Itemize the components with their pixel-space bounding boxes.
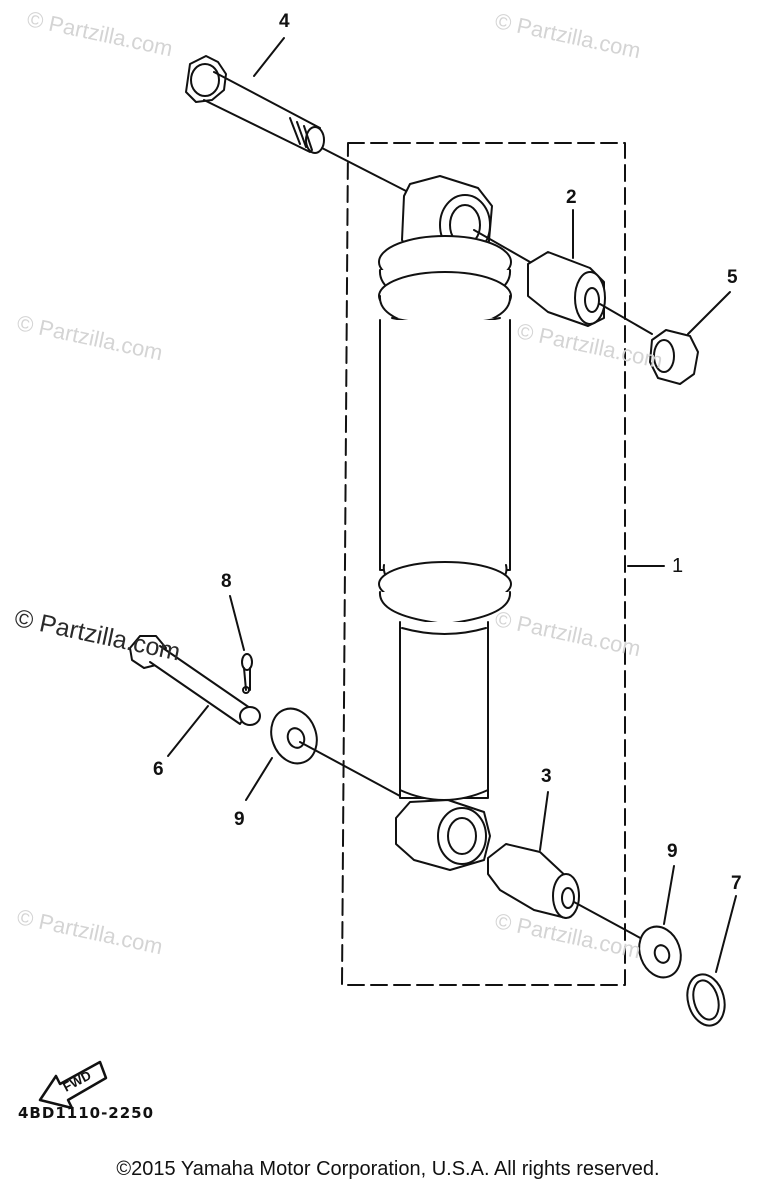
callout-4-leader (253, 37, 285, 77)
callout-7-leader (715, 895, 737, 973)
callout-6-leader (167, 705, 209, 757)
diagram-code: 4BD1110-2250 (18, 1104, 155, 1122)
copyright-notice: ©2015 Yamaha Motor Corporation, U.S.A. A… (116, 1158, 660, 1180)
callout-5-leader (687, 291, 731, 335)
assembly-boundary (341, 142, 626, 986)
part-9-washer-left (270, 707, 318, 765)
callout-3-leader (539, 791, 549, 851)
callout-6: 6 (153, 759, 164, 780)
part-2-collar (527, 251, 606, 327)
part-5-nut (649, 329, 699, 385)
lower-eye-axis-line (299, 741, 401, 797)
callout-8: 8 (221, 571, 232, 592)
collar-2-axis-line (599, 303, 653, 335)
callout-9-left: 9 (234, 809, 245, 830)
part-4-bolt (185, 55, 325, 154)
part-1-shock-absorber (378, 175, 512, 871)
part-3-collar (487, 843, 580, 919)
callout-9-right: 9 (667, 841, 678, 862)
callout-3: 3 (541, 766, 552, 787)
callout-2: 2 (566, 187, 577, 208)
callout-5: 5 (727, 267, 738, 288)
callout-4: 4 (279, 11, 290, 32)
callout-9a-leader (245, 757, 273, 801)
part-8-cotter-pin (241, 653, 253, 691)
part-9-washer-right (638, 925, 682, 979)
callout-8-leader (229, 595, 245, 651)
bolt-axis-line (321, 147, 409, 193)
upper-eye-axis-line (473, 229, 531, 263)
callout-9b-leader (663, 865, 675, 925)
part-7-shim (686, 973, 726, 1027)
callout-7: 7 (731, 873, 742, 894)
callout-1: 1 (672, 555, 684, 577)
collar-3-axis-line (573, 901, 645, 941)
fwd-arrow-icon: FWD (38, 1060, 108, 1110)
